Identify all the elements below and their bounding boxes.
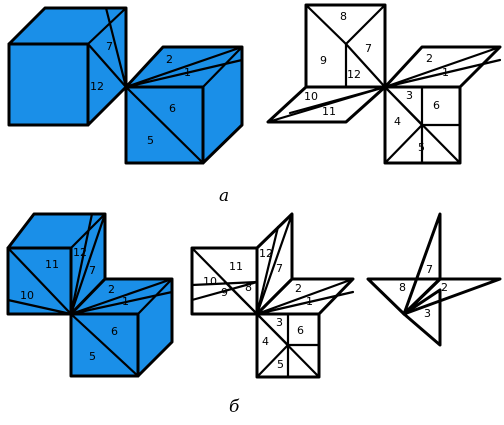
label-5: 5	[418, 141, 425, 154]
label-1: 1	[442, 66, 449, 79]
label-7: 7	[106, 40, 113, 53]
label-11: 11	[45, 258, 59, 271]
label-6: 6	[169, 102, 176, 115]
label-7: 7	[89, 264, 96, 277]
cube-b-left-lower	[69, 277, 174, 378]
cube-a-left-upper	[7, 6, 128, 127]
panel-b-right-triangles: 7 8 2 3	[366, 212, 502, 347]
label-2: 2	[441, 281, 448, 294]
label-8: 8	[340, 10, 347, 23]
label-7: 7	[426, 263, 433, 276]
label-10: 10	[20, 289, 34, 302]
label-3: 3	[424, 307, 431, 320]
label-4: 4	[262, 335, 269, 348]
caption-a: а	[219, 186, 229, 206]
label-3: 3	[276, 316, 283, 329]
label-5: 5	[89, 350, 96, 363]
label-1: 1	[306, 295, 313, 308]
label-3: 3	[406, 89, 413, 102]
label-2: 2	[166, 53, 173, 66]
panel-a-left-cubes: 7 12 2 1 6 5	[7, 6, 244, 165]
panel-a-right-net: 8 9 7 12 2 1 10 11 3 6 4 5	[266, 3, 502, 165]
label-4: 4	[394, 115, 401, 128]
label-6: 6	[297, 324, 304, 337]
label-5: 5	[277, 358, 284, 371]
label-12: 12	[259, 247, 273, 260]
label-1: 1	[122, 295, 129, 308]
label-9: 9	[221, 286, 228, 299]
label-11: 11	[322, 105, 336, 118]
cube-a-left-lower	[124, 45, 244, 165]
label-1: 1	[184, 66, 191, 79]
label-8: 8	[399, 281, 406, 294]
label-12: 12	[73, 246, 87, 259]
panel-b-left-cubes: 12 11 7 10 2 1 6 5	[6, 212, 174, 378]
label-12: 12	[347, 68, 361, 81]
label-9: 9	[320, 54, 327, 67]
label-7: 7	[276, 262, 283, 275]
label-2: 2	[108, 283, 115, 296]
label-2: 2	[426, 52, 433, 65]
caption-b: б	[229, 397, 240, 417]
label-10: 10	[203, 275, 217, 288]
label-7: 7	[365, 42, 372, 55]
label-8: 8	[245, 281, 252, 294]
label-6: 6	[111, 325, 118, 338]
label-12: 12	[90, 80, 104, 93]
label-5: 5	[147, 134, 154, 147]
label-10: 10	[304, 90, 318, 103]
label-6: 6	[433, 99, 440, 112]
panel-b-middle-net: 12 11 7 10 9 8 2 1 3 6 4 5	[190, 212, 355, 379]
label-2: 2	[295, 282, 302, 295]
label-11: 11	[229, 260, 243, 273]
